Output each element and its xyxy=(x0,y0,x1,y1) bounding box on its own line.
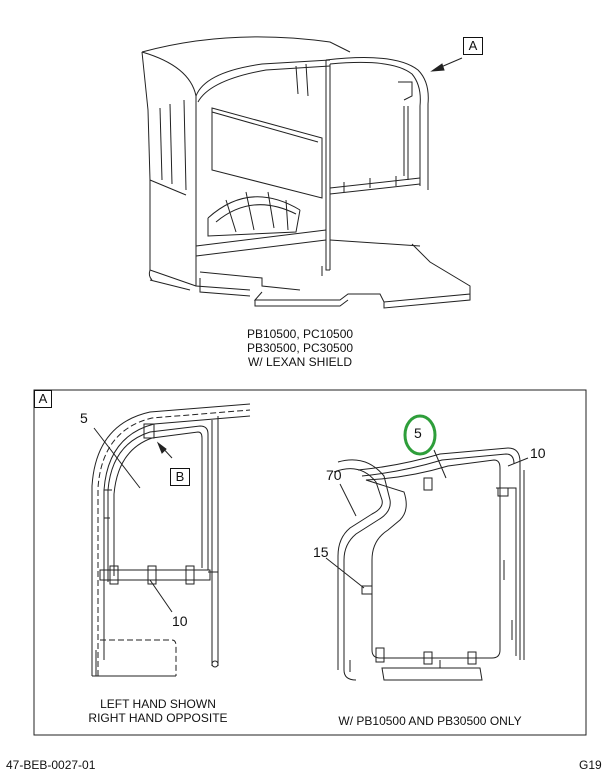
view-a-arrow xyxy=(430,57,463,72)
left-detail-caption: LEFT HAND SHOWN RIGHT HAND OPPOSITE xyxy=(66,697,250,725)
left-caption-line-2: RIGHT HAND OPPOSITE xyxy=(88,711,228,725)
left-caption-line-1: LEFT HAND SHOWN xyxy=(100,697,216,711)
view-b-ref-box: B xyxy=(170,468,190,486)
top-view-caption: PB10500, PC10500 PB30500, PC30500 W/ LEX… xyxy=(200,327,400,369)
highlight-ring xyxy=(403,414,437,456)
view-b-ref-label: B xyxy=(175,469,185,484)
right-callout-10: 10 xyxy=(530,445,546,461)
caption-line-1: PB10500, PC10500 xyxy=(246,327,354,341)
caption-line-3: W/ LEXAN SHIELD xyxy=(247,355,353,369)
left-callout-10: 10 xyxy=(172,613,188,629)
right-callout-70: 70 xyxy=(326,467,342,483)
detail-a-label-box: A xyxy=(34,390,52,408)
bus-interior-isometric xyxy=(141,36,471,309)
detail-a-label: A xyxy=(38,391,48,406)
view-a-ref-label: A xyxy=(468,38,478,53)
view-a-ref-box: A xyxy=(463,37,483,55)
right-callout-15: 15 xyxy=(313,544,329,560)
detail-a-frame xyxy=(33,389,587,736)
caption-line-2: PB30500, PC30500 xyxy=(246,341,354,355)
page-number: G19 xyxy=(579,758,602,772)
right-callout-5: 5 xyxy=(414,425,422,441)
right-detail-drawing xyxy=(325,447,529,681)
left-detail-drawing xyxy=(91,403,251,677)
right-detail-caption: W/ PB10500 AND PB30500 ONLY xyxy=(338,714,522,728)
doc-id: 47-BEB-0027-01 xyxy=(6,758,96,772)
left-callout-5: 5 xyxy=(80,410,88,426)
